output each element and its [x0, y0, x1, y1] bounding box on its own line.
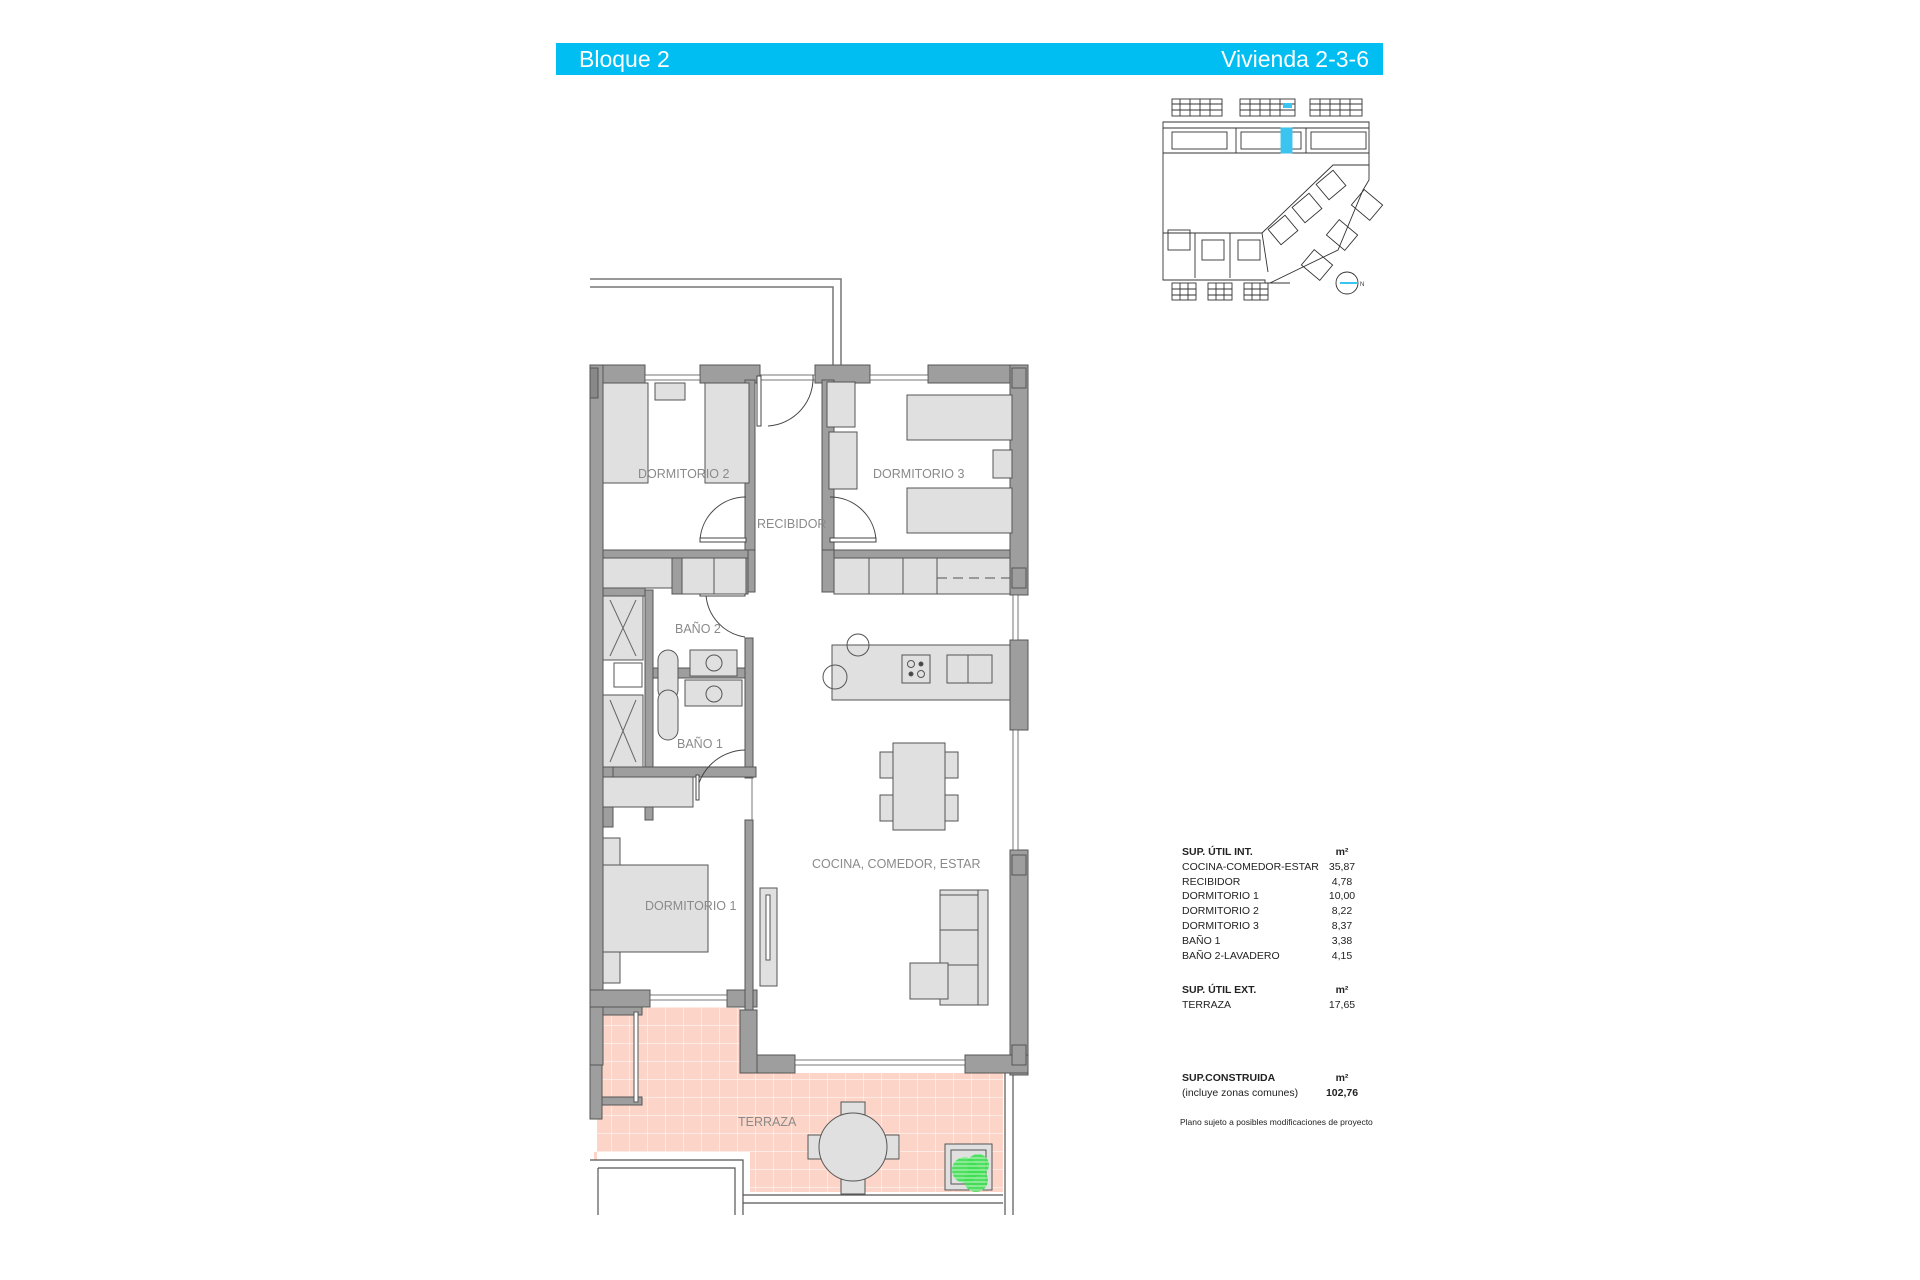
area-name: DORMITORIO 3: [1182, 919, 1259, 932]
area-value: 10,00: [1328, 890, 1356, 903]
area-name: DORMITORIO 2: [1182, 905, 1259, 918]
area-name: TERRAZA: [1182, 999, 1232, 1012]
exterior-header: SUP. ÚTIL EXT. m²: [1182, 983, 1362, 998]
built-row: (incluye zonas comunes) 102,76: [1182, 1086, 1362, 1101]
label-terraza: TERRAZA: [738, 1115, 797, 1129]
roof-outline: [590, 278, 842, 365]
area-value: 17,65: [1328, 999, 1356, 1012]
built-title: SUP.CONSTRUIDA: [1182, 1071, 1276, 1084]
disclaimer-note: Plano sujeto a posibles modificaciones d…: [1180, 1116, 1373, 1127]
area-value: 35,87: [1328, 860, 1356, 873]
area-name: BAÑO 1: [1182, 934, 1221, 947]
area-row: COCINA-COMEDOR-ESTAR 35,87: [1182, 860, 1362, 875]
interior-header: SUP. ÚTIL INT. m²: [1182, 845, 1362, 860]
built-subtitle: (incluye zonas comunes): [1182, 1086, 1299, 1099]
area-row: BAÑO 1 3,38: [1182, 934, 1362, 949]
exterior-unit: m²: [1335, 984, 1349, 997]
label-bano-2: BAÑO 2: [675, 622, 721, 636]
area-row: BAÑO 2-LAVADERO 4,15: [1182, 949, 1362, 964]
label-cocina-comedor-estar: COCINA, COMEDOR, ESTAR: [812, 857, 981, 871]
area-value: 8,22: [1331, 905, 1353, 918]
area-name: BAÑO 2-LAVADERO: [1182, 949, 1280, 962]
north-label: N: [1360, 282, 1364, 288]
built-unit: m²: [1335, 1071, 1349, 1084]
unit-title: Vivienda 2-3-6: [1221, 46, 1369, 72]
label-dormitorio-1: DORMITORIO 1: [645, 899, 736, 913]
plant-icon: [952, 1154, 989, 1192]
label-dormitorio-2: DORMITORIO 2: [638, 467, 729, 481]
label-dormitorio-3: DORMITORIO 3: [873, 467, 964, 481]
area-name: RECIBIDOR: [1182, 875, 1241, 888]
area-row: DORMITORIO 1 10,00: [1182, 889, 1362, 904]
walls: [589, 364, 1029, 1076]
interior-unit: m²: [1335, 846, 1349, 858]
area-value: 3,38: [1331, 934, 1353, 947]
area-row: TERRAZA 17,65: [1182, 998, 1362, 1013]
exterior-title: SUP. ÚTIL EXT.: [1182, 984, 1257, 997]
area-name: COCINA-COMEDOR-ESTAR: [1182, 860, 1319, 873]
furniture: [602, 381, 1013, 1195]
area-table: SUP. ÚTIL INT. m² COCINA-COMEDOR-ESTAR 35…: [1180, 845, 1373, 1127]
windows: [644, 374, 1019, 1066]
block-title: Bloque 2: [579, 46, 670, 72]
area-value: 4,15: [1331, 949, 1353, 962]
area-value: 4,78: [1331, 875, 1353, 888]
site-plan: [1162, 98, 1384, 301]
interior-title: SUP. ÚTIL INT.: [1182, 846, 1253, 858]
area-row: RECIBIDOR 4,78: [1182, 875, 1362, 890]
shaft: [613, 662, 643, 688]
area-row: DORMITORIO 2 8,22: [1182, 904, 1362, 919]
area-row: DORMITORIO 3 8,37: [1182, 919, 1362, 934]
area-name: DORMITORIO 1: [1182, 890, 1259, 903]
built-value: 102,76: [1325, 1086, 1359, 1099]
area-value: 8,37: [1331, 919, 1353, 932]
built-header: SUP.CONSTRUIDA m²: [1182, 1071, 1362, 1086]
label-bano-1: BAÑO 1: [677, 737, 723, 751]
label-recibidor: RECIBIDOR: [757, 517, 826, 531]
header-bar: Bloque 2 Vivienda 2-3-6: [556, 43, 1383, 75]
